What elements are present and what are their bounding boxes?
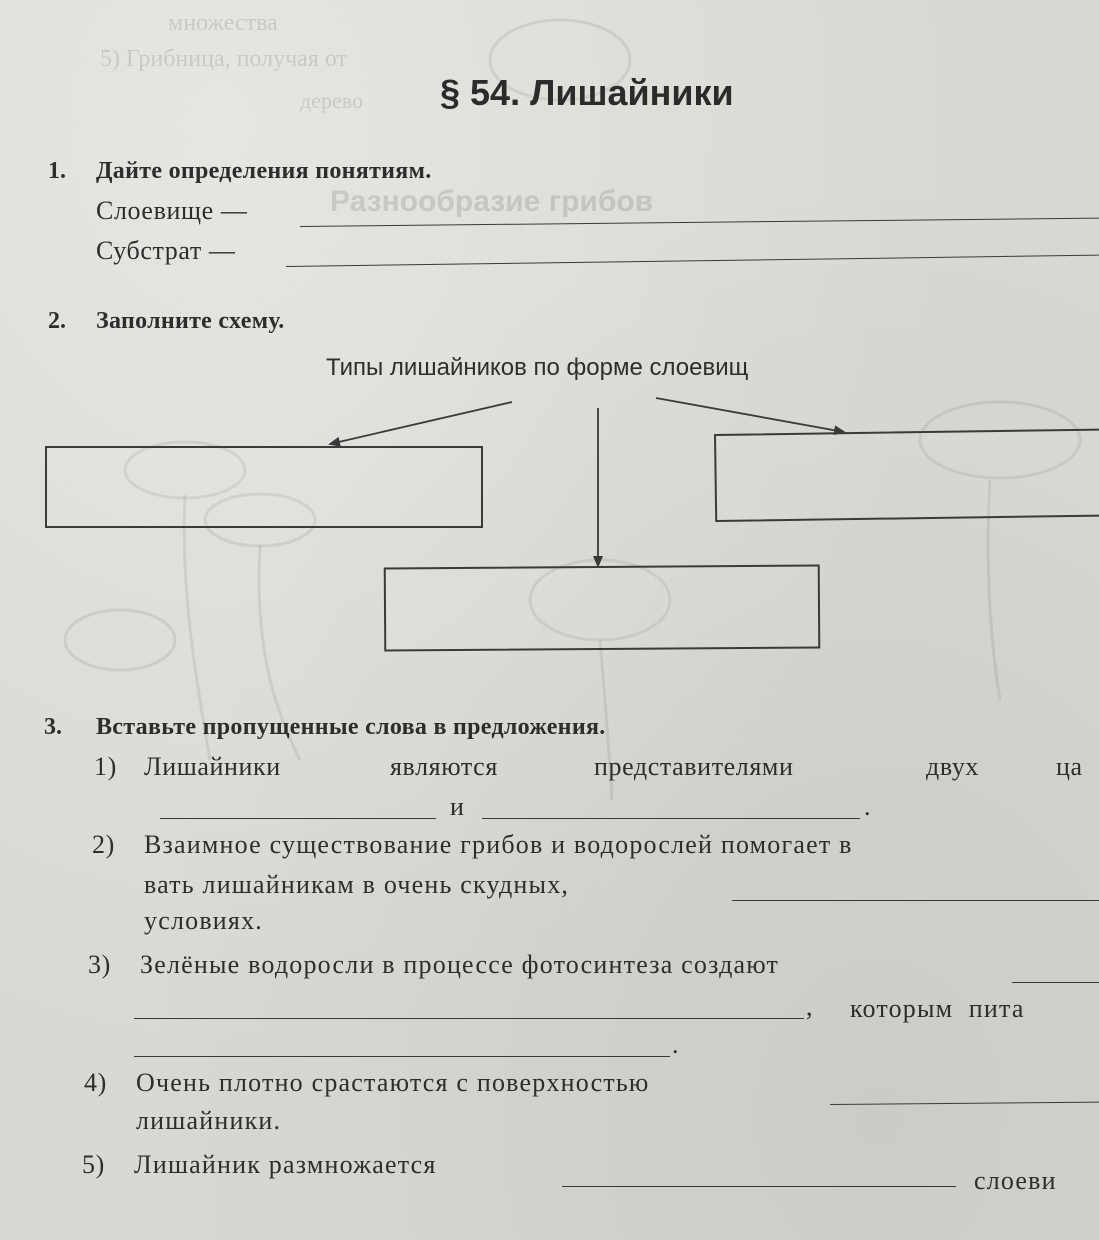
scheme-title: Типы лишайников по форме слоевищ — [326, 354, 749, 381]
answer-line[interactable] — [1012, 982, 1099, 983]
scheme-box-right[interactable] — [714, 428, 1099, 522]
scheme-box-bottom[interactable] — [383, 564, 821, 652]
bleed-text: множества — [168, 10, 278, 36]
task-number: 1. — [48, 158, 66, 184]
item-punct: . — [672, 1030, 680, 1059]
item-number: 2) — [92, 830, 115, 859]
item-word: представителями — [594, 752, 794, 781]
task-heading: Вставьте пропущенные слова в предложения… — [96, 714, 606, 740]
task-number: 2. — [48, 308, 66, 334]
item-number: 1) — [94, 752, 117, 781]
task-number: 3. — [44, 714, 62, 740]
item-text: которым пита — [850, 994, 1025, 1023]
item-text: Очень плотно срастаются с поверхностью — [136, 1068, 650, 1097]
scheme-box-left[interactable] — [45, 446, 483, 528]
item-text: условиях. — [144, 906, 263, 935]
bleed-heading: Разнообразие грибов — [330, 185, 654, 218]
page-title: § 54. Лишайники — [440, 72, 734, 113]
answer-line[interactable] — [482, 818, 860, 819]
bleed-text: дерево — [300, 88, 363, 113]
item-word: Лишайники — [144, 752, 281, 781]
item-word: являются — [390, 752, 498, 781]
arrow-right — [655, 397, 846, 436]
task-heading: Дайте определения понятиям. — [96, 158, 432, 184]
answer-line[interactable] — [134, 1056, 670, 1057]
item-number: 5) — [82, 1150, 105, 1179]
item-number: 4) — [84, 1068, 107, 1097]
task-heading: Заполните схему. — [96, 308, 285, 334]
bleed-text: 5) Грибница, получая от — [100, 46, 348, 72]
item-text: слоеви — [974, 1166, 1057, 1195]
answer-line[interactable] — [562, 1186, 956, 1187]
answer-line[interactable] — [134, 1018, 804, 1019]
item-text: Лишайник размножается — [134, 1150, 437, 1179]
answer-line[interactable] — [732, 900, 1099, 901]
answer-line[interactable] — [160, 818, 436, 819]
term-label: Субстрат — — [96, 236, 236, 265]
item-word: ца — [1056, 752, 1083, 781]
item-punct: , — [806, 992, 814, 1021]
item-number: 3) — [88, 950, 111, 979]
item-word: двух — [926, 752, 980, 781]
term-label: Слоевище — — [96, 196, 248, 225]
item-punct: . — [864, 792, 872, 821]
item-text: лишайники. — [136, 1106, 282, 1135]
item-text: Взаимное существование грибов и водоросл… — [144, 830, 853, 859]
item-conjunction: и — [450, 792, 465, 821]
item-text: Зелёные водоросли в процессе фотосинтеза… — [140, 950, 780, 979]
arrow-left — [328, 401, 513, 447]
item-text: вать лишайникам в очень скудных, — [144, 870, 570, 899]
